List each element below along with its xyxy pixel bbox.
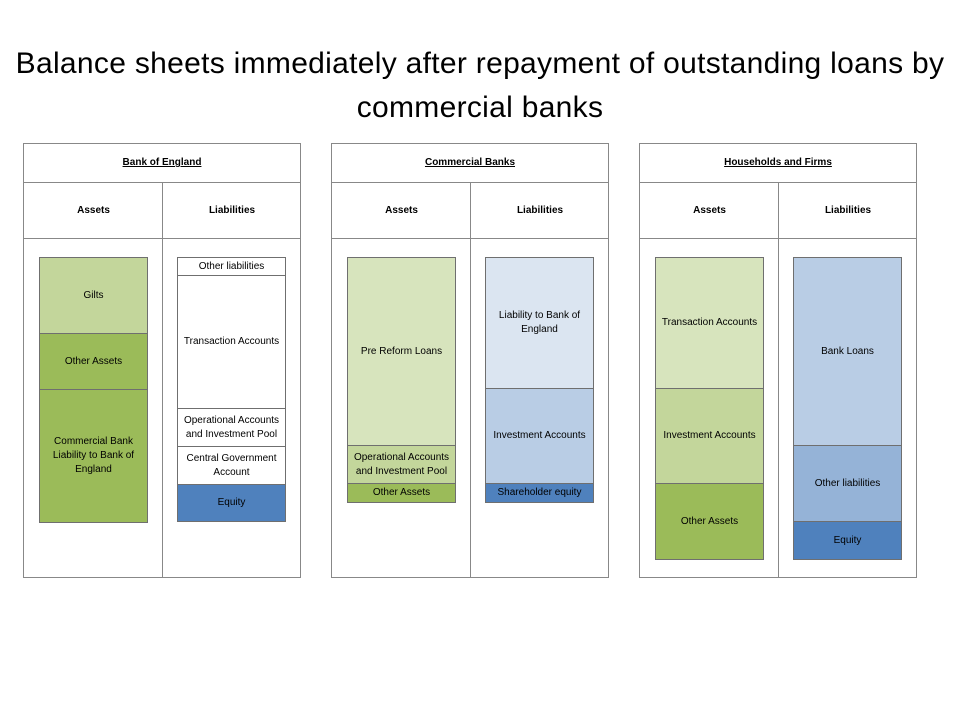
slide-title: Balance sheets immediately after repayme… — [15, 47, 945, 124]
balance-sheet-bank-of-england: Bank of England Assets Liabilities Gilts… — [23, 143, 301, 578]
liability-block-central-government-account: Central Government Account — [177, 446, 286, 485]
liability-block-equity: Equity — [177, 484, 286, 522]
liability-block-investment-accounts: Investment Accounts — [485, 388, 594, 484]
asset-block-pre-reform-loans: Pre Reform Loans — [347, 257, 456, 446]
asset-block-other-assets: Other Assets — [39, 333, 148, 390]
liabilities-header: Liabilities — [163, 182, 301, 239]
liability-block-operational-accounts: Operational Accounts and Investment Pool — [177, 408, 286, 447]
assets-header: Assets — [24, 182, 163, 239]
column-divider — [162, 182, 163, 577]
balance-sheet-commercial-banks: Commercial Banks Assets Liabilities Pre … — [331, 143, 609, 578]
liability-block-equity: Equity — [793, 521, 902, 560]
asset-block-commercial-bank-liability: Commercial Bank Liability to Bank of Eng… — [39, 389, 148, 523]
sheet-title: Households and Firms — [640, 144, 916, 183]
assets-header: Assets — [640, 182, 779, 239]
liabilities-header: Liabilities — [779, 182, 917, 239]
balance-sheet-households-and-firms: Households and Firms Assets Liabilities … — [639, 143, 917, 578]
liability-block-other-liabilities: Other liabilities — [177, 257, 286, 276]
liability-block-bank-loans: Bank Loans — [793, 257, 902, 446]
asset-block-investment-accounts: Investment Accounts — [655, 388, 764, 484]
asset-block-other-assets: Other Assets — [655, 483, 764, 560]
asset-block-other-assets: Other Assets — [347, 483, 456, 503]
asset-block-operational-accounts: Operational Accounts and Investment Pool — [347, 445, 456, 484]
asset-block-gilts: Gilts — [39, 257, 148, 334]
column-divider — [778, 182, 779, 577]
liability-block-liability-to-boe: Liability to Bank of England — [485, 257, 594, 389]
liabilities-header: Liabilities — [471, 182, 609, 239]
sheet-title: Commercial Banks — [332, 144, 608, 183]
asset-block-transaction-accounts: Transaction Accounts — [655, 257, 764, 389]
liability-block-shareholder-equity: Shareholder equity — [485, 483, 594, 503]
liability-block-other-liabilities: Other liabilities — [793, 445, 902, 522]
assets-header: Assets — [332, 182, 471, 239]
sheet-title: Bank of England — [24, 144, 300, 183]
liability-block-transaction-accounts: Transaction Accounts — [177, 275, 286, 409]
column-divider — [470, 182, 471, 577]
